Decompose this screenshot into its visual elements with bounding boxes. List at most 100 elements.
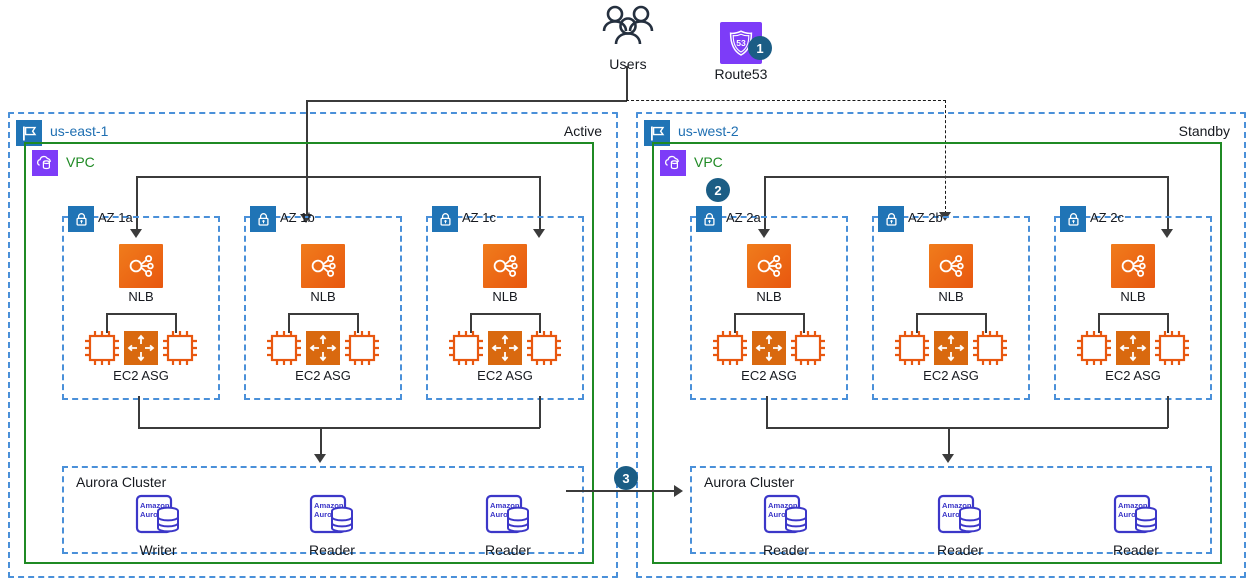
aurora-instance-role: Reader [309, 542, 355, 558]
asg-label: EC2 ASG [1105, 368, 1161, 383]
nlb-to-asg-bracket-az2a [734, 313, 804, 315]
ec2-auto-scaling-group-icon [934, 331, 968, 365]
replication-line [566, 490, 677, 492]
aurora-instance-reader-3: Amazon Aurora Reader [1090, 494, 1182, 558]
aurora-converge-bar-east [138, 427, 540, 429]
nlb-to-asg-left-az2b [916, 313, 918, 333]
aurora-instance-reader-2: Amazon Aurora Reader [462, 494, 554, 558]
ec2-instance-icon [527, 331, 561, 365]
network-load-balancer-icon [929, 244, 973, 288]
vpc-us-west-2: VPC AZ 2a [652, 142, 1222, 564]
aurora-instance-role: Reader [763, 542, 809, 558]
nlb-to-asg-right-az1c [539, 313, 541, 333]
nlb-to-asg-right-az2b [985, 313, 987, 333]
asg-label: EC2 ASG [477, 368, 533, 383]
ec2-instance-icon [713, 331, 747, 365]
ec2-auto-scaling-group-icon [752, 331, 786, 365]
connector-users-left [306, 100, 627, 102]
route53-node: 53 Route53 [694, 22, 788, 82]
nlb-label: NLB [310, 289, 336, 304]
bracket-arrow-az2c [1161, 229, 1173, 238]
users-label: Users [609, 56, 647, 72]
network-load-balancer-icon [119, 244, 163, 288]
nlb-to-asg-left-az2a [734, 313, 736, 333]
step-badge-1: 1 [748, 36, 772, 60]
lock-icon [696, 206, 722, 232]
aurora-instance-role: Reader [1113, 542, 1159, 558]
aurora-instance-reader-1: Amazon Aurora Reader [740, 494, 832, 558]
asg-node-az1b: EC2 ASG [258, 328, 388, 383]
az-name-label: AZ 1a [98, 210, 133, 225]
asg-node-az2b: EC2 ASG [886, 328, 1016, 383]
amazon-aurora-icon: Amazon Aurora [763, 494, 807, 534]
asg-label: EC2 ASG [295, 368, 351, 383]
connector-users-down [626, 66, 628, 101]
amazon-aurora-icon: Amazon Aurora [309, 494, 353, 534]
network-load-balancer-icon [1111, 244, 1155, 288]
amazon-aurora-icon: Amazon Aurora [1113, 494, 1157, 534]
aurora-cluster-title: Aurora Cluster [76, 474, 167, 490]
lock-icon [878, 206, 904, 232]
az-1a: AZ 1a [62, 206, 220, 400]
az-name-label: AZ 2b [908, 210, 943, 225]
users-icon [602, 5, 654, 45]
nlb-node-az2c: NLB [1088, 244, 1178, 304]
az-2b: AZ 2b [872, 206, 1030, 400]
amazon-aurora-icon: Amazon Aurora [135, 494, 179, 534]
aurora-converge-bar-west [766, 427, 1168, 429]
replication-arrow [674, 485, 683, 497]
region-name-label: us-east-1 [50, 123, 109, 139]
aurora-instance-role: Writer [139, 542, 177, 558]
region-us-east-1: us-east-1 Active VPC [8, 112, 618, 578]
aurora-cluster-us-east-1: Aurora Cluster Amazon Aurora Writer [62, 466, 584, 558]
asg-down-az2c [1167, 396, 1169, 428]
vpc-cloud-icon [660, 150, 686, 176]
amazon-aurora-icon: Amazon Aurora [937, 494, 981, 534]
bracket-arrow-az1c [533, 229, 545, 238]
network-load-balancer-icon [301, 244, 345, 288]
nlb-to-asg-bracket-az1c [470, 313, 540, 315]
svg-text:53: 53 [736, 38, 746, 48]
asg-node-az1a: EC2 ASG [76, 328, 206, 383]
lock-icon [1060, 206, 1086, 232]
ec2-instance-icon [973, 331, 1007, 365]
aurora-feed-west [948, 427, 950, 456]
svg-text:Aurora: Aurora [490, 510, 516, 519]
nlb-node-az2a: NLB [724, 244, 814, 304]
ec2-instance-icon [449, 331, 483, 365]
svg-text:Amazon: Amazon [942, 501, 972, 510]
aurora-arrow-east [314, 454, 326, 463]
ec2-instance-icon [1077, 331, 1111, 365]
nlb-to-asg-right-az1a [175, 313, 177, 333]
aurora-instance-reader-2: Amazon Aurora Reader [914, 494, 1006, 558]
nlb-label: NLB [492, 289, 518, 304]
nlb-to-asg-right-az2c [1167, 313, 1169, 333]
nlb-to-asg-left-az2c [1098, 313, 1100, 333]
bracket-drop-az2c [1167, 176, 1169, 231]
aurora-feed-east [320, 427, 322, 456]
ec2-instance-icon [345, 331, 379, 365]
nlb-label: NLB [128, 289, 154, 304]
bracket-arrow-az1a [130, 229, 142, 238]
aurora-instance-role: Reader [937, 542, 983, 558]
svg-text:Amazon: Amazon [490, 501, 520, 510]
az-name-label: AZ 2a [726, 210, 761, 225]
az-name-label: AZ 1c [462, 210, 496, 225]
svg-text:Aurora: Aurora [942, 510, 968, 519]
ec2-auto-scaling-group-icon [124, 331, 158, 365]
svg-text:Amazon: Amazon [768, 501, 798, 510]
nlb-to-asg-bracket-az2c [1098, 313, 1168, 315]
nlb-to-asg-bracket-az1b [288, 313, 358, 315]
connector-users-right-dashed [626, 100, 946, 101]
az-name-label: AZ 2c [1090, 210, 1124, 225]
bracket-drop-az2a [764, 176, 766, 231]
nlb-to-asg-bracket-az1a [106, 313, 176, 315]
nlb-label: NLB [756, 289, 782, 304]
svg-text:Aurora: Aurora [1118, 510, 1144, 519]
region-name-label: us-west-2 [678, 123, 739, 139]
asg-down-az1c [539, 396, 541, 428]
ec2-instance-icon [267, 331, 301, 365]
asg-label: EC2 ASG [923, 368, 979, 383]
step-badge-3: 3 [614, 466, 638, 490]
region-flag-icon [16, 120, 42, 146]
